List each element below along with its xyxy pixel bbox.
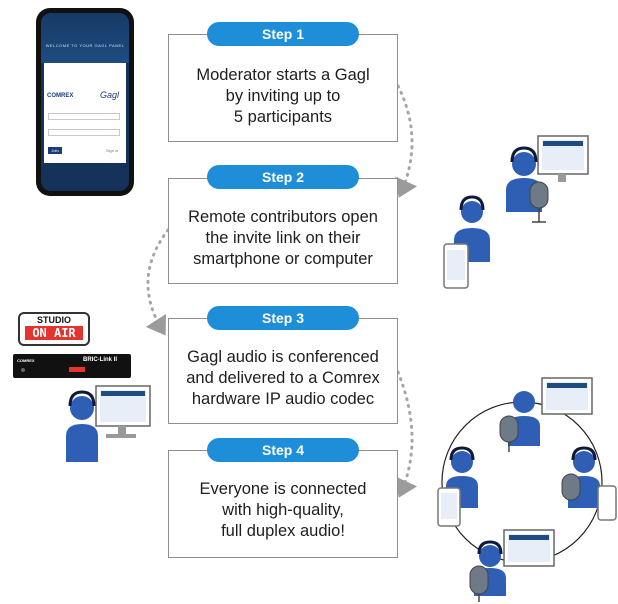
on-air-sign: STUDIO ON AIR (18, 312, 90, 346)
phone-header-text: WELCOME TO YOUR GAGL PANEL (45, 43, 125, 48)
phone-input-1[interactable] (48, 113, 120, 120)
connector-step1-step2 (395, 84, 418, 198)
phone-screen: WELCOME TO YOUR GAGL PANEL COMREX Gagl J… (41, 13, 129, 191)
on-air-bottom: ON AIR (25, 326, 83, 340)
step-3-line-2: and delivered to a Comrex (186, 369, 380, 387)
step-1-line-1: Moderator starts a Gagl (196, 66, 370, 84)
codec-model: BRIC-Link II (83, 357, 117, 363)
connector-step2-step3 (145, 228, 170, 336)
step-2-line-1: Remote contributors open (188, 208, 378, 226)
smartphone: WELCOME TO YOUR GAGL PANEL COMREX Gagl J… (36, 8, 134, 196)
step-2-label: Step 2 (207, 165, 359, 189)
phone-brand-right: Gagl (100, 90, 120, 100)
phone-input-2[interactable] (48, 129, 120, 136)
step-4-line-1: Everyone is connected (199, 480, 367, 498)
step-3-text: Gagl audio is conferenced and delivered … (169, 347, 397, 410)
phone-header: WELCOME TO YOUR GAGL PANEL (41, 13, 129, 63)
step-1-line-3: 5 participants (233, 108, 333, 126)
phone-brand-left: COMREX (47, 93, 74, 99)
network-person-bottom (469, 529, 555, 602)
step-1-label: Step 1 (207, 22, 359, 46)
step-4-label: Step 4 (207, 438, 359, 462)
phone-join-button[interactable]: Join (48, 147, 62, 154)
phone-card: COMREX Gagl Join Sign in (44, 63, 126, 163)
network-person-top (499, 377, 593, 452)
phone-signin-link[interactable]: Sign in (106, 148, 119, 153)
network-person-left (437, 446, 478, 527)
step-4-line-2: with high-quality, (222, 501, 344, 519)
step-1-line-2: by inviting up to (225, 87, 341, 105)
codec-unit: COMREX BRIC-Link II (13, 354, 131, 378)
codec-display (69, 367, 85, 372)
step-2-text: Remote contributors open the invite link… (169, 207, 397, 270)
codec-knob-icon (21, 368, 25, 372)
step-1-box: Moderator starts a Gagl by inviting up t… (168, 34, 398, 142)
step-4-text: Everyone is connected with high-quality,… (169, 479, 397, 542)
person-monitor-left (66, 385, 151, 462)
connector-step3-step4 (395, 370, 418, 498)
step-2-line-2: the invite link on their (205, 229, 361, 247)
step-1-text: Moderator starts a Gagl by inviting up t… (169, 65, 397, 128)
step-3-label: Step 3 (207, 306, 359, 330)
person-phone-step2 (443, 195, 490, 289)
codec-brand: COMREX (17, 358, 35, 363)
person-computer-mic (506, 135, 589, 223)
on-air-top: STUDIO (36, 315, 71, 325)
step-2-box: Remote contributors open the invite link… (168, 178, 398, 284)
step-3-line-1: Gagl audio is conferenced (187, 348, 379, 366)
step-3-line-3: hardware IP audio codec (191, 390, 375, 408)
step-4-box: Everyone is connected with high-quality,… (168, 450, 398, 558)
step-4-line-3: full duplex audio! (221, 522, 345, 540)
step-2-line-3: smartphone or computer (193, 250, 373, 268)
network-person-right (561, 446, 617, 521)
step-3-box: Gagl audio is conferenced and delivered … (168, 318, 398, 424)
